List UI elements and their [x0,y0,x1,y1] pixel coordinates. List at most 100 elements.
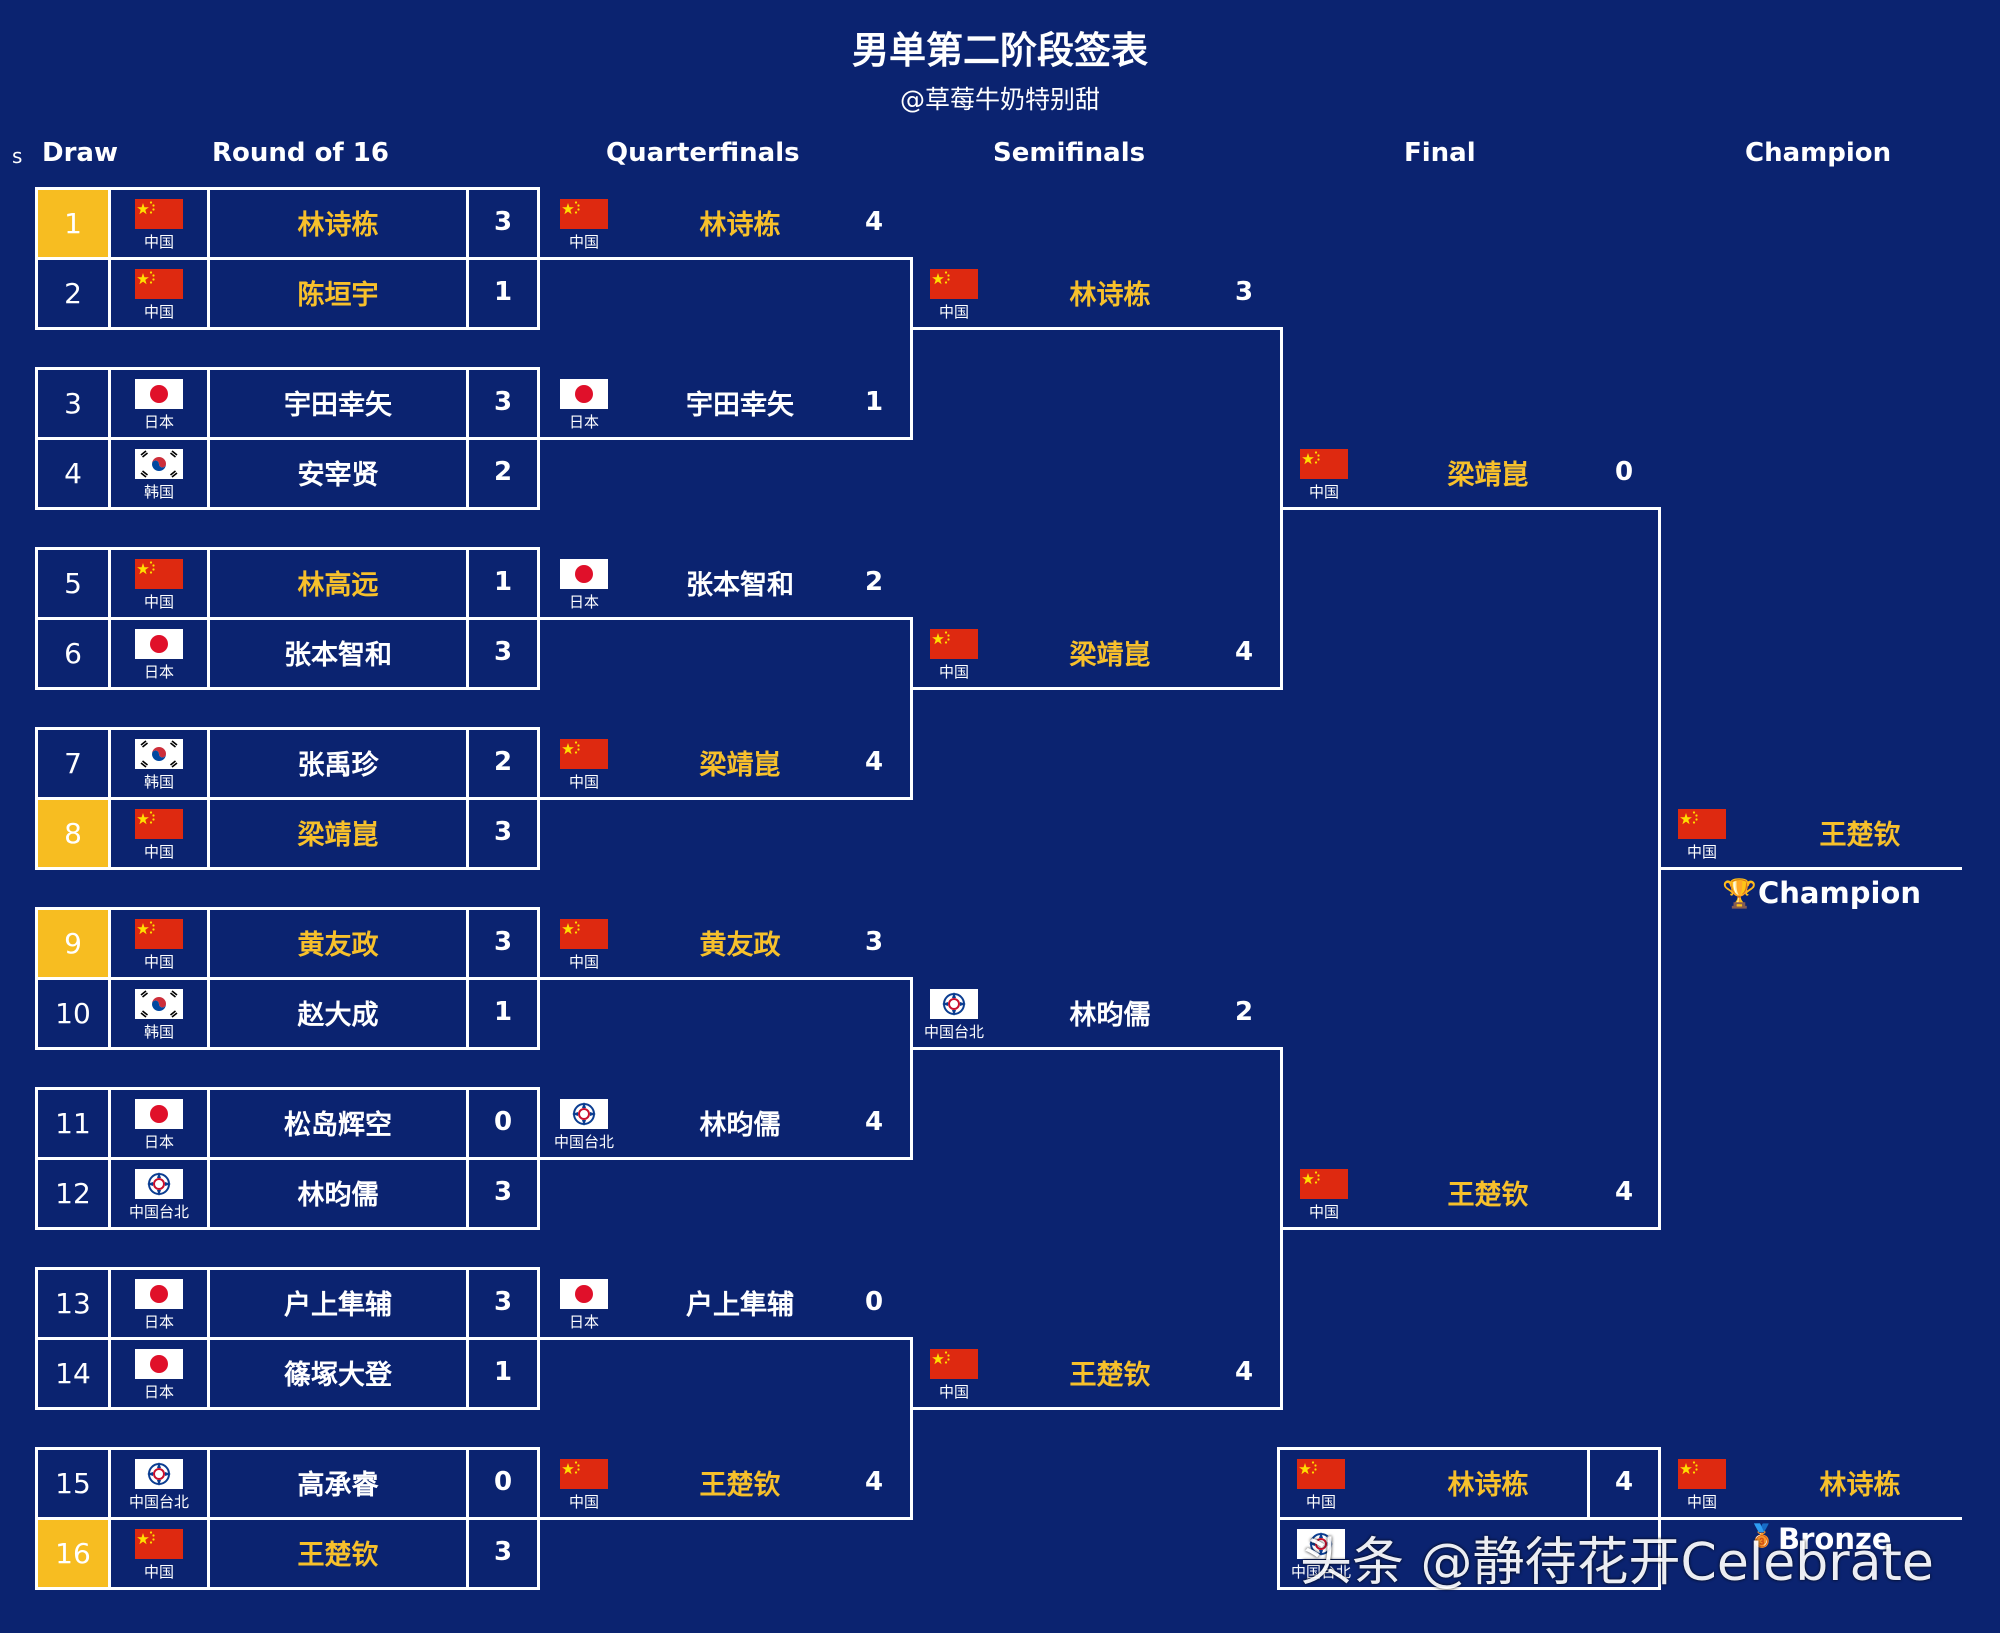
china-flag-icon [135,199,183,229]
seed-number: 12 [55,1177,91,1210]
seed-number: 3 [64,387,82,420]
china-flag-icon [930,1349,978,1379]
sf-country: 中国 [938,1383,969,1401]
qf-player-name: 林昀儒 [699,1109,781,1141]
chinese-taipei-flag-icon [1297,1529,1345,1559]
r16-country: 中国 [143,843,174,861]
seed-number: 7 [64,747,82,780]
match-score: 3 [493,1177,513,1207]
china-flag-icon [135,919,183,949]
bronze-bottom-country: 中国台北 [1290,1563,1351,1581]
china-flag-icon [560,919,608,949]
sf-underline [910,1407,1280,1410]
match-score: 0 [493,1107,513,1137]
champion-underline [1658,867,1962,870]
col-divider [108,187,111,330]
draw-prefix: s [12,144,23,168]
r16-country: 日本 [143,1383,174,1401]
player-name: 林高远 [297,569,379,601]
qf-score: 4 [864,1467,884,1497]
row-divider [35,1517,540,1520]
champion-label: Champion [1758,876,1921,910]
header-final: Final [1404,138,1476,168]
row-divider [35,437,540,440]
china-flag-icon [560,1459,608,1489]
player-name: 张本智和 [284,639,392,671]
qf-country: 中国 [568,773,599,791]
player-name: 林诗栋 [297,209,379,241]
match-score: 3 [493,207,513,237]
qf-score: 2 [864,567,884,597]
bronze-winner-player-name: 林诗栋 [1819,1469,1901,1501]
qf-underline [540,1517,910,1520]
player-name: 黄友政 [297,929,379,961]
china-flag-icon [930,269,978,299]
japan-flag-icon [560,559,608,589]
row-divider [35,1157,540,1160]
col-divider [207,907,210,1050]
qf-score: 4 [864,1107,884,1137]
sf-underline [910,1047,1280,1050]
player-name: 赵大成 [297,999,379,1031]
qf-player-name: 梁靖崑 [699,749,781,781]
seed-number: 2 [64,277,82,310]
japan-flag-icon [135,1349,183,1379]
qf-score: 0 [864,1287,884,1317]
qf-connector [910,977,913,1160]
seed-number: 10 [55,997,91,1030]
sf-score: 2 [1234,997,1254,1027]
trophy-icon: 🏆 [1722,877,1757,910]
r16-country: 日本 [143,663,174,681]
col-divider [207,1267,210,1410]
bronze-top-country: 中国 [1305,1493,1336,1511]
col-divider [207,1447,210,1590]
match-score: 0 [493,1467,513,1497]
china-flag-icon [1297,1459,1345,1489]
sf-player-name: 林昀儒 [1069,999,1151,1031]
player-name: 林昀儒 [297,1179,379,1211]
col-divider [207,727,210,870]
r16-country: 韩国 [143,1023,174,1041]
player-name: 王楚钦 [297,1539,379,1571]
player-name: 梁靖崑 [297,819,379,851]
match-score: 1 [493,1357,513,1387]
qf-country: 中国 [568,1493,599,1511]
col-divider [108,907,111,1050]
row-divider [35,977,540,980]
col-divider [466,187,469,330]
qf-country: 日本 [568,593,599,611]
match-score: 3 [493,387,513,417]
match-score: 3 [493,1537,513,1567]
row-divider [35,1337,540,1340]
sf-player-name: 梁靖崑 [1069,639,1151,671]
korea-flag-icon [135,739,183,769]
bronze-underline [1658,1517,1962,1520]
match-score: 1 [493,997,513,1027]
sf-country: 中国台北 [923,1023,984,1041]
sf-score: 4 [1234,637,1254,667]
r16-country: 中国 [143,233,174,251]
col-divider [207,367,210,510]
final-score: 4 [1614,1177,1634,1207]
r16-country: 中国台北 [128,1493,189,1511]
qf-player-name: 户上隼辅 [686,1289,794,1321]
qf-underline [540,797,910,800]
qf-country: 中国 [568,953,599,971]
sf-underline [910,327,1280,330]
qf-underline [540,977,910,980]
r16-country: 日本 [143,413,174,431]
r16-country: 中国 [143,1563,174,1581]
chinese-taipei-flag-icon [135,1169,183,1199]
champion-country: 中国 [1686,843,1717,861]
seed-number: 6 [64,637,82,670]
col-divider [108,1447,111,1590]
qf-score: 1 [864,387,884,417]
r16-country: 中国台北 [128,1203,189,1221]
col-divider [466,367,469,510]
qf-connector [910,1337,913,1520]
seed-number: 8 [38,800,108,867]
r16-country: 日本 [143,1313,174,1331]
player-name: 张禹珍 [297,749,379,781]
final-score: 0 [1614,457,1634,487]
